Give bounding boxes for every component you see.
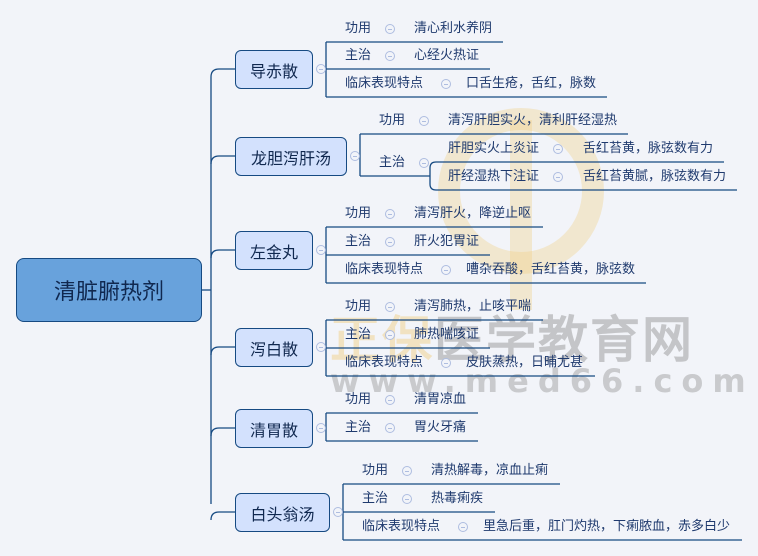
collapse-toggle-icon[interactable] xyxy=(385,209,395,219)
row-label: 主治 xyxy=(362,491,389,506)
row-label: 功用 xyxy=(345,206,372,221)
collapse-toggle-icon[interactable] xyxy=(441,358,451,368)
branch-connector xyxy=(210,68,235,78)
branch-topic[interactable]: 龙胆泻肝汤 xyxy=(235,137,347,176)
sub-bracket-line xyxy=(429,168,437,191)
collapse-toggle-icon[interactable] xyxy=(419,158,429,168)
collapse-toggle-icon[interactable] xyxy=(458,522,468,532)
branch-connector xyxy=(210,511,235,521)
row-label: 功用 xyxy=(345,392,372,407)
collapse-toggle-icon[interactable] xyxy=(316,423,326,433)
collapse-toggle-icon[interactable] xyxy=(553,172,563,182)
branch-topic[interactable]: 清胃散 xyxy=(235,409,313,448)
collapse-toggle-icon[interactable] xyxy=(385,51,395,61)
watermark-brand: 正保医学教育网 xyxy=(330,300,694,372)
row-value: 清心利水养阴 xyxy=(414,21,493,36)
branch-connector xyxy=(210,346,235,356)
collapse-toggle-icon[interactable] xyxy=(402,466,412,476)
row-label: 主治 xyxy=(345,48,372,63)
collapse-toggle-icon[interactable] xyxy=(419,116,429,126)
row-label: 功用 xyxy=(345,299,372,314)
collapse-toggle-icon[interactable] xyxy=(316,245,326,255)
row-label: 主治 xyxy=(379,155,406,170)
collapse-toggle-icon[interactable] xyxy=(441,79,451,89)
row-label: 功用 xyxy=(379,113,406,128)
row-label: 功用 xyxy=(345,21,372,36)
row-value: 清胃凉血 xyxy=(414,392,467,407)
row-value: 心经火热证 xyxy=(414,48,480,63)
collapse-toggle-icon[interactable] xyxy=(385,395,395,405)
collapse-toggle-icon[interactable] xyxy=(385,237,395,247)
row-value: 热毒痢疾 xyxy=(431,491,484,506)
branch-topic[interactable]: 导赤散 xyxy=(235,50,313,89)
collapse-toggle-icon[interactable] xyxy=(553,144,563,154)
row-label: 临床表现特点 xyxy=(362,519,441,534)
row-label: 临床表现特点 xyxy=(345,76,424,91)
branch-connector xyxy=(210,155,235,165)
row-label: 临床表现特点 xyxy=(345,262,424,277)
sub-row-value: 舌红苔黄，脉弦数有力 xyxy=(583,141,714,156)
row-value: 里急后重，肛门灼热，下痢脓血，赤多白少 xyxy=(483,519,731,534)
row-value: 清泻肝胆实火，清利肝经湿热 xyxy=(448,113,618,128)
branch-connector xyxy=(210,249,235,259)
row-value: 口舌生疮，舌红，脉数 xyxy=(466,76,597,91)
watermark-brand-b: 医学教育网 xyxy=(434,311,694,369)
collapse-toggle-icon[interactable] xyxy=(385,302,395,312)
branch-topic[interactable]: 泻白散 xyxy=(235,328,313,367)
row-value: 胃火牙痛 xyxy=(414,420,467,435)
watermark-brand-a: 正保 xyxy=(330,311,434,369)
collapse-toggle-icon[interactable] xyxy=(316,342,326,352)
collapse-toggle-icon[interactable] xyxy=(316,64,326,74)
root-topic[interactable]: 清脏腑热剂 xyxy=(16,258,202,322)
collapse-toggle-icon[interactable] xyxy=(333,507,343,517)
branch-topic[interactable]: 白头翁汤 xyxy=(235,493,330,532)
sub-row-value: 舌红苔黄腻，脉弦数有力 xyxy=(583,169,727,184)
sub-row-label: 肝胆实火上炎证 xyxy=(448,141,540,156)
collapse-toggle-icon[interactable] xyxy=(385,330,395,340)
collapse-toggle-icon[interactable] xyxy=(402,494,412,504)
row-label: 主治 xyxy=(345,234,372,249)
branch-topic[interactable]: 左金丸 xyxy=(235,231,313,270)
collapse-toggle-icon[interactable] xyxy=(350,151,360,161)
row-value: 肝火犯胃证 xyxy=(414,234,480,249)
sub-row-label: 肝经湿热下注证 xyxy=(448,169,540,184)
row-label: 功用 xyxy=(362,463,389,478)
row-value: 清泻肺热，止咳平喘 xyxy=(414,299,532,314)
collapse-toggle-icon[interactable] xyxy=(385,423,395,433)
row-value: 清热解毒，凉血止痢 xyxy=(431,463,549,478)
row-value: 嘈杂吞酸，舌红苔黄，脉弦数 xyxy=(466,262,636,277)
row-label: 主治 xyxy=(345,420,372,435)
row-value: 肺热喘咳证 xyxy=(414,327,480,342)
row-label: 主治 xyxy=(345,327,372,342)
row-label: 临床表现特点 xyxy=(345,355,424,370)
row-value: 清泻肝火，降逆止呕 xyxy=(414,206,532,221)
watermark-url: www.med66.com xyxy=(330,362,755,400)
collapse-toggle-icon[interactable] xyxy=(385,24,395,34)
sub-row-underline xyxy=(429,161,724,169)
row-value: 皮肤蒸热，日晡尤甚 xyxy=(466,355,584,370)
collapse-toggle-icon[interactable] xyxy=(441,265,451,275)
branch-connector xyxy=(210,427,235,437)
